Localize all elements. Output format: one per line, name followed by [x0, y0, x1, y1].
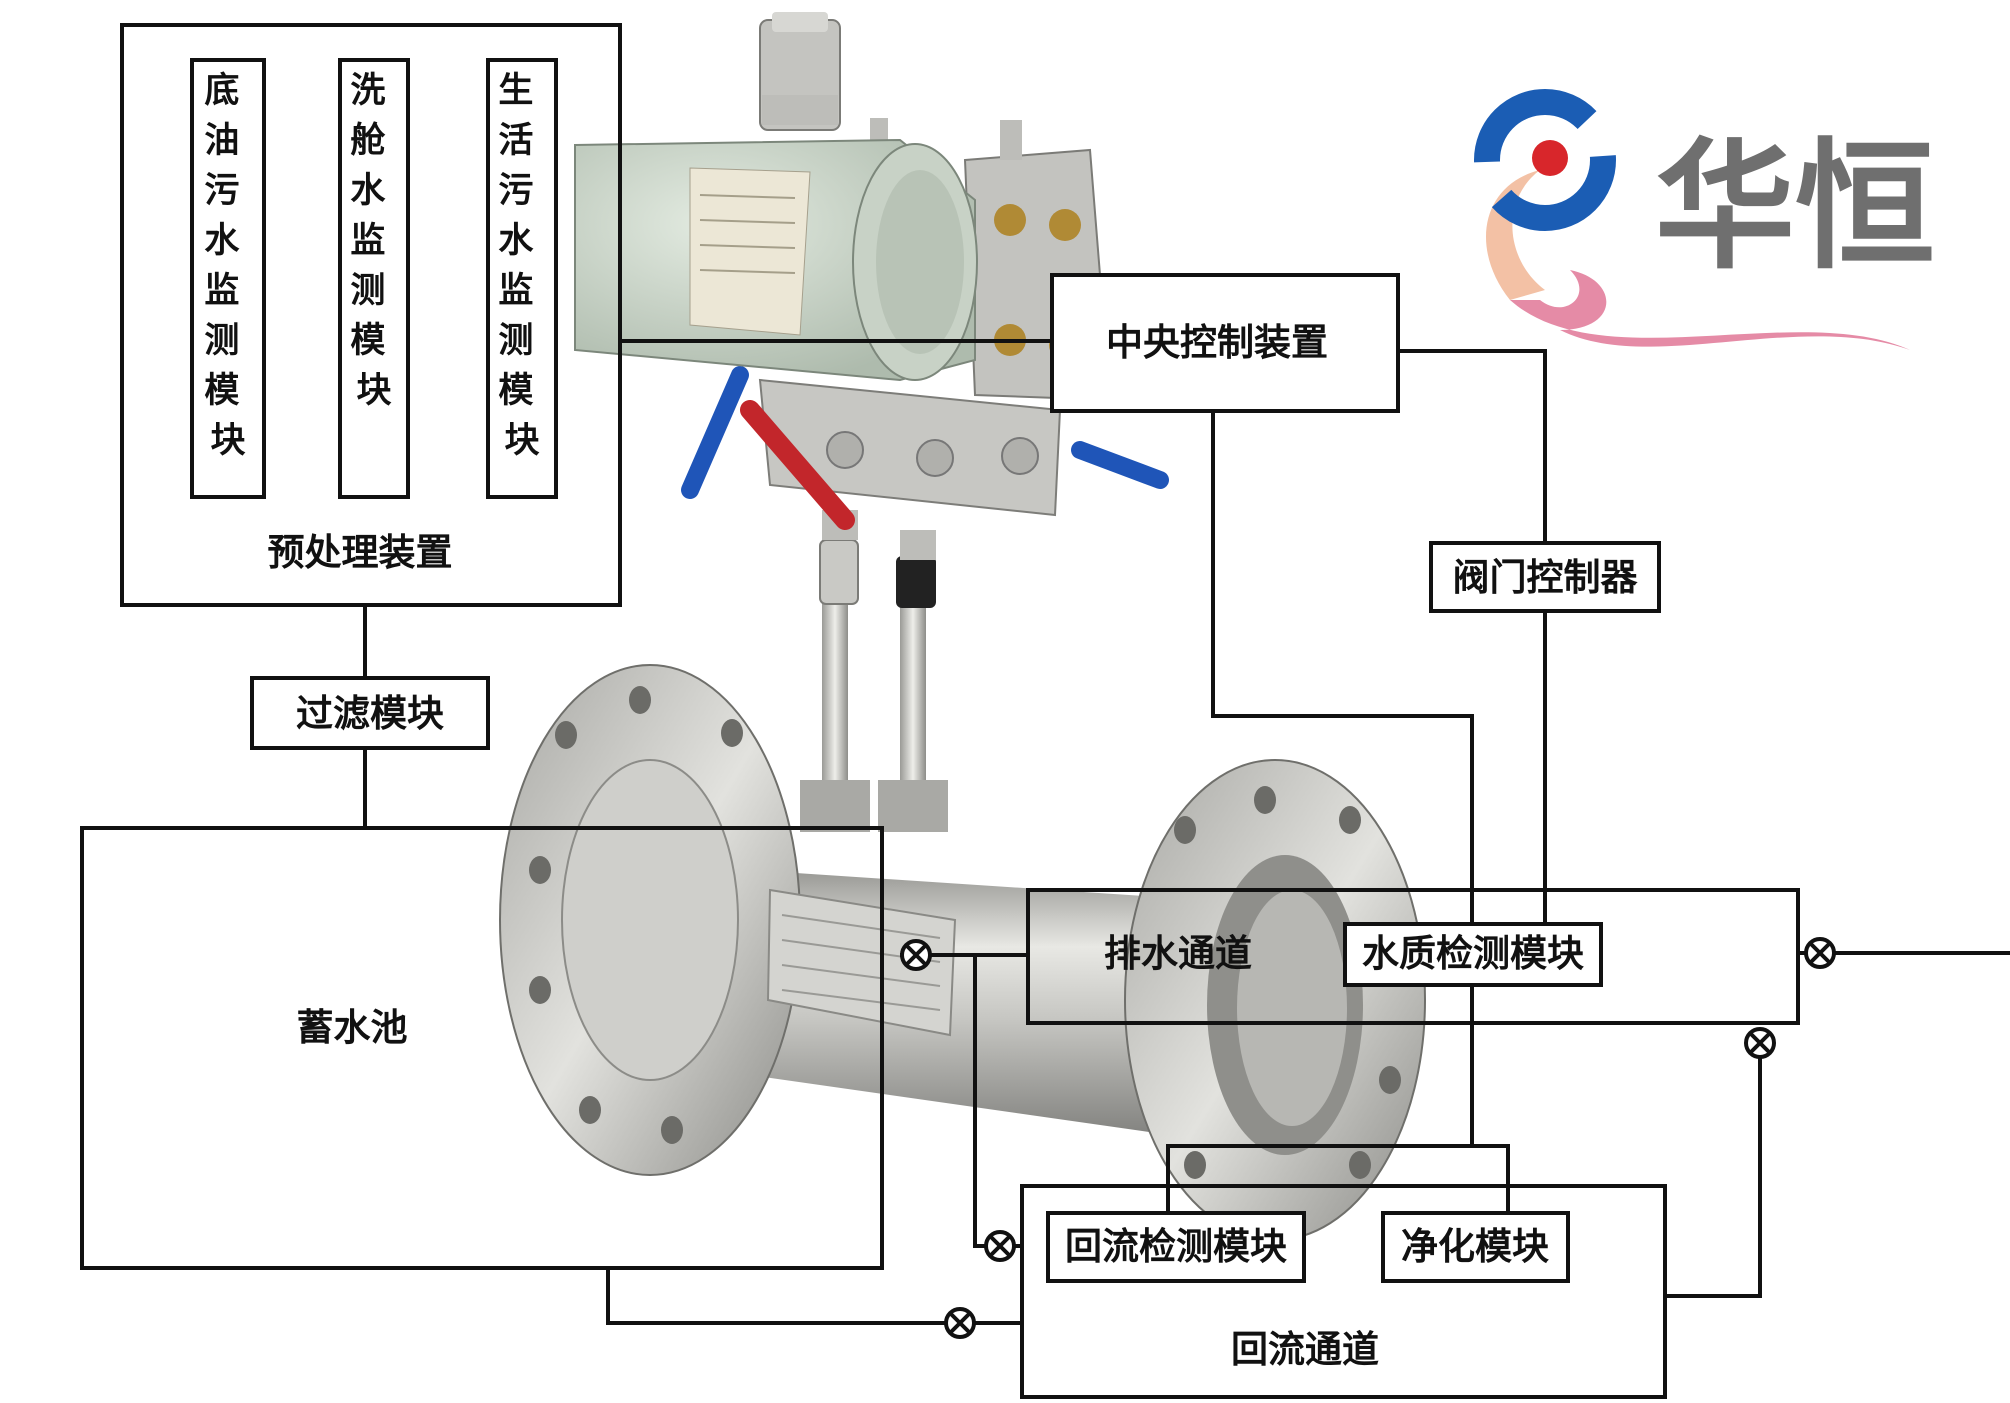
flange-bolt-holes-right [1174, 786, 1401, 1179]
purify-box [1381, 1211, 1570, 1283]
meter-head-label [689, 167, 811, 336]
meter-stem-right [900, 590, 926, 810]
return-detect-box [1046, 1211, 1306, 1283]
filter-label: 过滤模块 [296, 691, 444, 735]
flow-meter-image [499, 12, 1426, 1241]
return-detect-label: 回流检测模块 [1065, 1224, 1287, 1268]
valve-symbol-icon [900, 939, 932, 971]
module-label-tank: 洗 舱 水 监 测 模 块 [350, 70, 397, 411]
valve-symbol-icon [1804, 937, 1836, 969]
module-label-oil: 底 油 污 水 监 测 模 块 [204, 70, 251, 461]
filter-box [250, 676, 490, 750]
meter-nameplate [766, 888, 957, 1037]
meter-valve-handle-blue-left [681, 366, 749, 499]
flange-bolt-holes-left [529, 686, 743, 1144]
valve-symbol-icon [984, 1230, 1016, 1262]
drain-channel-label: 排水通道 [1104, 931, 1252, 975]
module-box-oil [190, 58, 266, 499]
meter-valve-handle-red [740, 400, 855, 530]
valve-symbol-icon [1744, 1027, 1776, 1059]
central-control-label: 中央控制装置 [1106, 320, 1328, 364]
meter-stem-left [822, 590, 848, 810]
valve-controller-box [1429, 541, 1661, 613]
central-control-box [1050, 273, 1400, 413]
valves [900, 937, 1836, 1339]
return-channel-box [1020, 1184, 1667, 1399]
pretreatment-label: 预处理装置 [268, 530, 453, 574]
meter-manifold [758, 378, 1062, 517]
reservoir-label: 蓄水池 [297, 1005, 408, 1049]
module-label-domestic: 生 活 污 水 监 测 模 块 [498, 70, 545, 461]
drain-channel-box [1026, 888, 1800, 1025]
pretreatment-box [120, 23, 622, 607]
purify-label: 净化模块 [1401, 1224, 1549, 1268]
return-channel-label: 回流通道 [1231, 1327, 1379, 1371]
module-box-tank [338, 58, 410, 499]
logo-text: 华恒 [1655, 126, 1935, 289]
reservoir-box [80, 826, 884, 1270]
meter-valve-handle-blue-right [1071, 441, 1169, 489]
module-box-domestic [486, 58, 558, 499]
valve-symbol-icon [944, 1307, 976, 1339]
logo-swirl-icon [1474, 89, 1910, 350]
company-logo: 华恒 [1474, 89, 1935, 350]
water-quality-label: 水质检测模块 [1362, 931, 1584, 975]
valve-controller-label: 阀门控制器 [1453, 555, 1639, 599]
water-quality-box [1343, 922, 1603, 987]
